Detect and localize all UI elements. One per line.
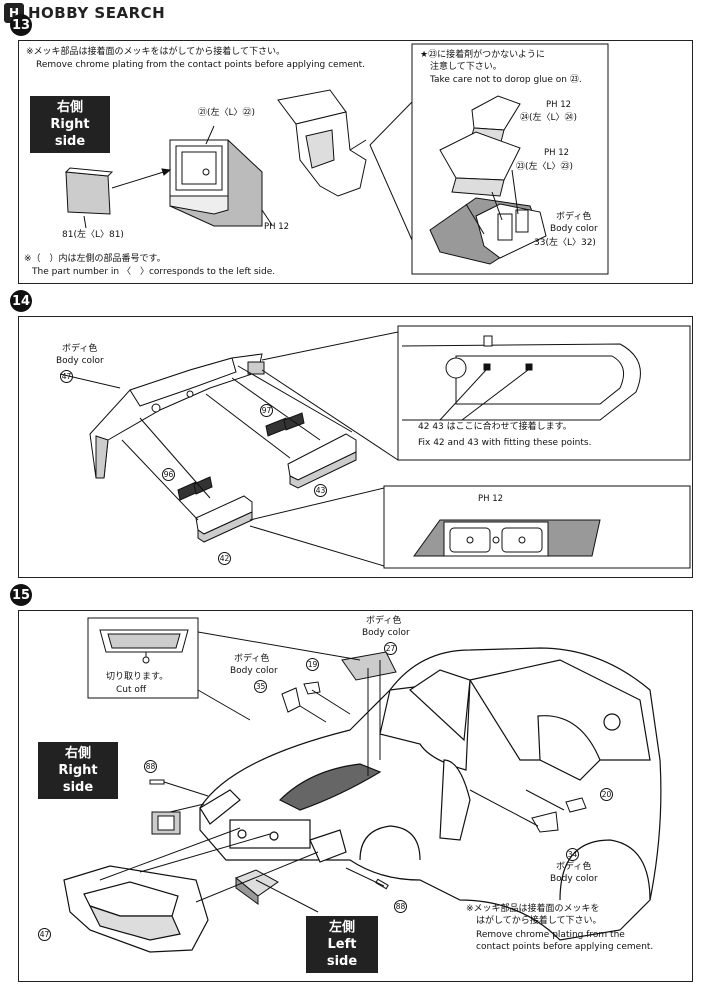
body-color-en-34: Body color	[550, 874, 598, 884]
fit-note-en: Fix 42 and 43 with fitting these points.	[418, 438, 592, 448]
step-15-left-side-label: 左側 Left side	[306, 916, 378, 973]
cutoff-inset-drawing	[87, 617, 199, 699]
part-19-badge: 19	[306, 658, 319, 671]
step-13-right-side-label: 右側 Right side	[30, 96, 110, 153]
step-15-number: 15	[10, 584, 32, 606]
part-21-22-label: ㉑(左〈L〉㉒)	[198, 108, 256, 118]
inset-b-panel-drawing	[413, 519, 601, 557]
step-13-frame	[18, 40, 693, 284]
part-47-badge: 47	[60, 370, 73, 383]
lamp-housing-drawing	[169, 139, 263, 227]
body-color-en-27: Body color	[362, 628, 410, 638]
part-23-label: ㉓(左〈L〉㉓)	[516, 162, 574, 172]
part-33-32-label: 33(左〈L〉32)	[534, 238, 596, 248]
part-24-label: ㉔(左〈L〉㉔)	[520, 113, 578, 123]
lens-81-drawing	[64, 167, 114, 215]
site-logo: H HOBBY SEARCH	[4, 2, 165, 24]
panel-42-drawing	[195, 495, 253, 543]
left-side-jp: 左側	[328, 920, 355, 935]
part-96-badge: 96	[162, 468, 175, 481]
ph12-14-label: PH 12	[478, 494, 504, 504]
body-color-jp-13: ボディ色	[556, 212, 592, 222]
logo-text: HOBBY SEARCH	[28, 4, 166, 22]
cutoff-en: Cut off	[116, 685, 147, 695]
ph12-label: PH 12	[264, 222, 290, 232]
fit-note-jp: 42 43 はここに合わせて接着します。	[418, 422, 572, 432]
step-13-note-en: Remove chrome plating from the contact p…	[36, 60, 365, 70]
mirror-20-34-drawing	[531, 797, 587, 833]
part-81-label: 81(左〈L〉81)	[62, 230, 124, 240]
front-bumper-47-drawing	[63, 865, 209, 953]
part-27-badge: 27	[384, 642, 397, 655]
body-color-jp-34: ボディ色	[556, 862, 592, 872]
part-20-badge: 20	[600, 788, 613, 801]
lamp-right-drawing	[151, 811, 181, 835]
part-34-badge: 34	[566, 848, 579, 861]
step-13-note-jp: ※メッキ部品は接着面のメッキをはがしてから接着して下さい。	[26, 47, 286, 57]
part-47-15-badge: 47	[38, 928, 51, 941]
panel-43-drawing	[287, 433, 357, 489]
mirror-19-35-drawing	[281, 681, 321, 713]
step-15-note-en2: contact points before applying cement.	[476, 942, 654, 952]
step-14-number: 14	[10, 290, 32, 312]
part-35-badge: 35	[254, 680, 267, 693]
body-color-jp-14: ボディ色	[62, 344, 98, 354]
ph12-b-label: PH 12	[544, 148, 570, 158]
part-88a-badge: 88	[144, 760, 157, 773]
inset-note-jp: ★㉓に接着剤がつかないように	[420, 50, 545, 60]
step-14-inset-a-frame	[397, 325, 691, 461]
inset-note-en: Take care not to dorop glue on ㉓.	[430, 75, 582, 85]
lamp-left-drawing	[235, 869, 279, 905]
body-color-en-13: Body color	[550, 224, 598, 234]
inset-a-bumper-drawing	[401, 335, 641, 421]
step-15-note-jp: ※メッキ部品は接着面のメッキを	[466, 904, 600, 914]
step-15-right-side-label: 右側 Right side	[38, 742, 118, 799]
lights-96-drawing	[177, 476, 213, 501]
step-14-frame	[18, 316, 693, 578]
body-color-en-14: Body color	[56, 356, 104, 366]
right-side-en: Right side	[50, 117, 90, 149]
footnote-jp: ※（ ）内は左側の部品番号です。	[24, 254, 166, 264]
footnote-en: The part number in 〈 〉corresponds to the…	[32, 267, 276, 277]
step-15-frame	[18, 610, 693, 982]
inset-parts-drawing	[429, 95, 547, 265]
step-14-inset-b-frame	[383, 485, 691, 569]
step-15-note-jp2: はがしてから接着して下さい。	[476, 916, 602, 926]
part-42-badge: 42	[218, 552, 231, 565]
body-color-en-35: Body color	[230, 666, 278, 676]
step-13-number: 13	[10, 14, 32, 36]
right-side-en-15: Right side	[58, 763, 98, 795]
bracket-drawing	[277, 89, 367, 197]
right-side-jp: 右側	[56, 100, 83, 115]
left-side-en: Left side	[326, 937, 358, 969]
car-body-drawing	[199, 647, 662, 941]
part-88b-badge: 88	[394, 900, 407, 913]
cutoff-jp: 切り取ります。	[106, 672, 169, 682]
step-15-note-en: Remove chrome plating from the	[476, 930, 625, 940]
ph12-a-label: PH 12	[546, 100, 572, 110]
inset-note-jp2: 注意して下さい。	[430, 62, 502, 72]
right-side-jp-15: 右側	[64, 746, 91, 761]
part-97-badge: 97	[260, 404, 273, 417]
body-color-jp-35: ボディ色	[234, 654, 270, 664]
part-43-badge: 43	[314, 484, 327, 497]
body-color-jp-27: ボディ色	[366, 616, 402, 626]
step-13-inset-frame	[411, 43, 609, 275]
